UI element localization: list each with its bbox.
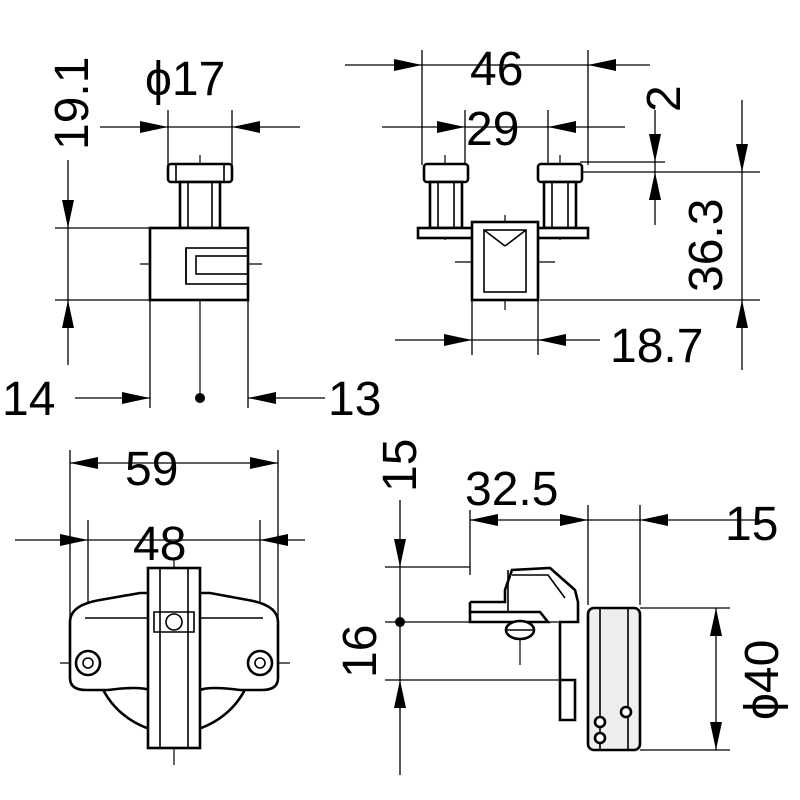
h363-label: 36.3 [680,199,733,292]
w325-label: 32.5 [465,463,558,516]
side-view: ϕ17 19.1 14 13 [2,53,381,426]
w14-label: 14 [2,373,55,426]
w48-label: 48 [133,518,186,571]
h15-label: 15 [374,439,427,492]
top-view: 59 48 [15,443,305,765]
t2-label: 2 [638,85,691,112]
h16-label: 16 [334,625,387,678]
w46-label: 46 [470,43,523,96]
w59-label: 59 [125,443,178,496]
w15-label: 15 [725,498,778,551]
phi17-label: ϕ17 [145,53,225,106]
h191-label: 19.1 [46,57,99,150]
w13-label: 13 [328,373,381,426]
w187-label: 18.7 [610,320,703,373]
elevation-view: 15 32.5 15 16 ϕ40 [334,439,789,775]
front-view: 46 29 2 36.3 18.7 [345,43,760,373]
w29-label: 29 [466,103,519,156]
phi40-label: ϕ40 [736,640,789,720]
